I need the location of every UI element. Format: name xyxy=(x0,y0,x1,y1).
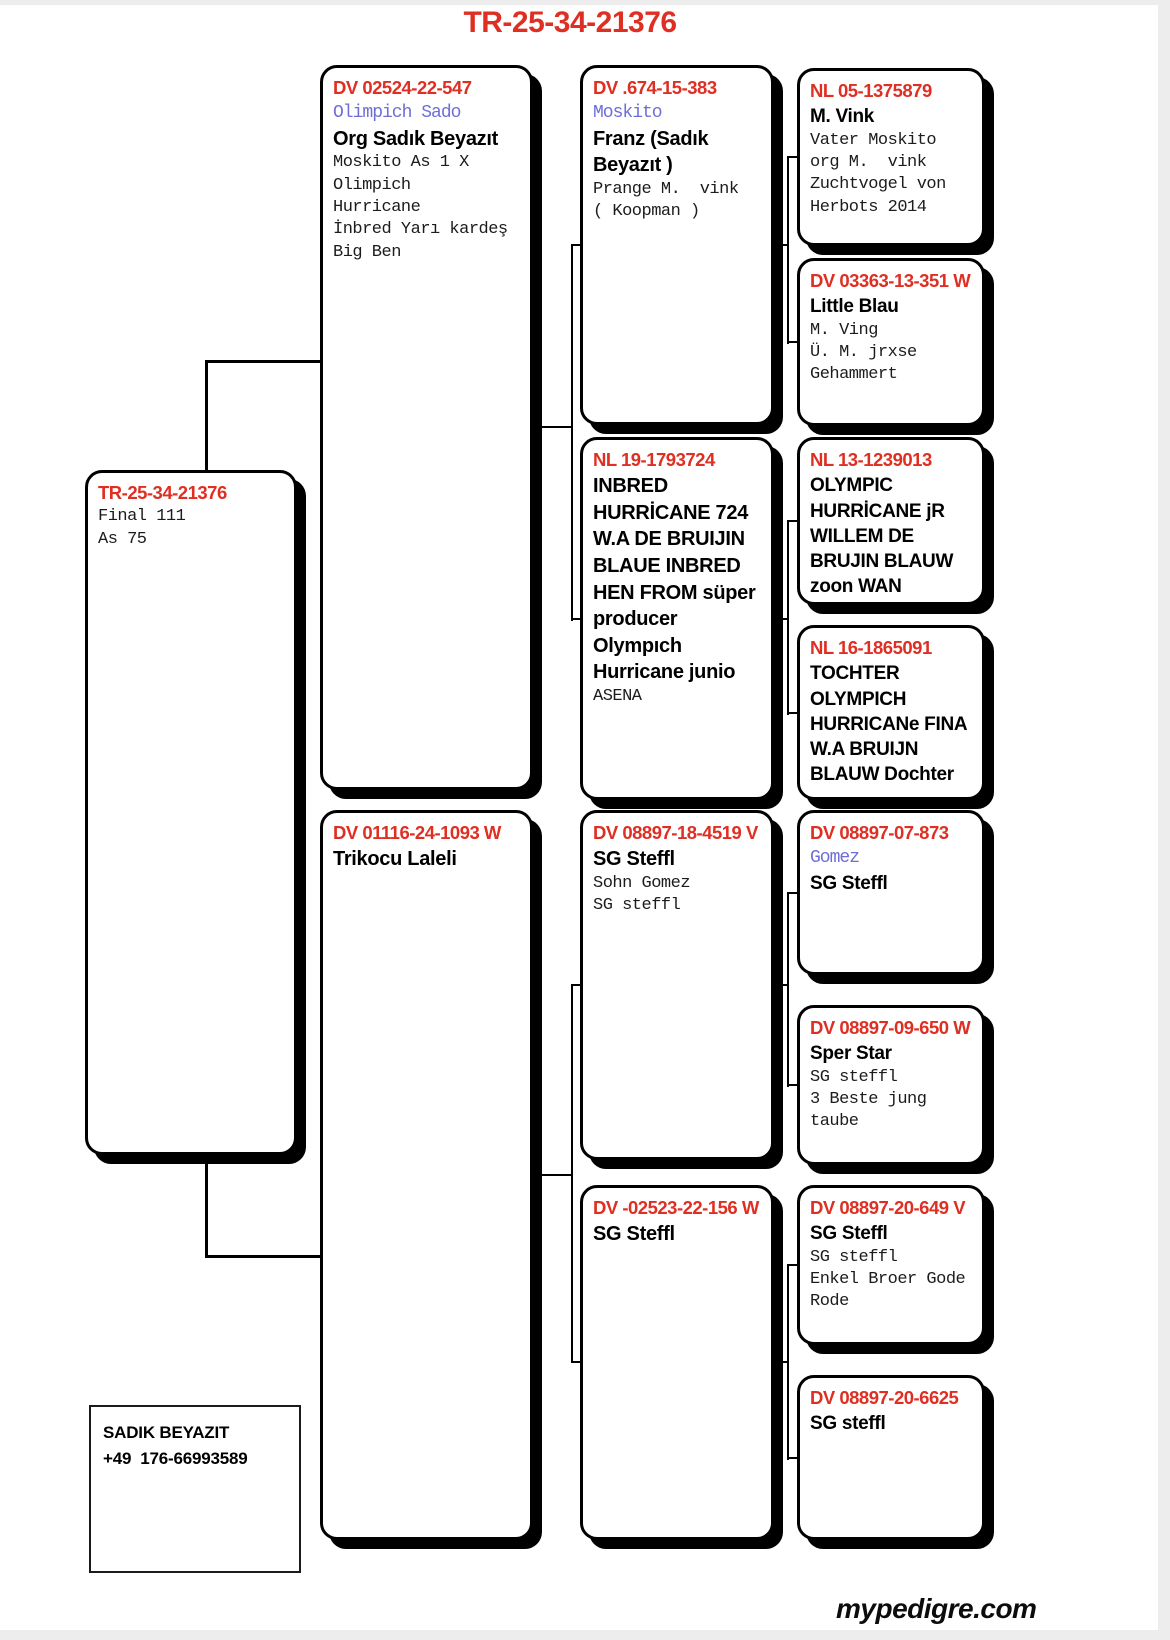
pigeon-nickname: Gomez xyxy=(810,848,860,869)
pigeon-name: SG Steffl xyxy=(593,1223,675,1246)
connector-line xyxy=(774,1361,788,1363)
pigeon-name: SG Steffl xyxy=(810,872,888,894)
ring-number: NL 16-1865091 xyxy=(810,637,932,658)
pedigree-box-gen3-3: DV 08897-18-4519 V SG Steffl Sohn Gomez … xyxy=(580,810,774,1160)
ring-number: DV 02524-22-547 xyxy=(333,77,472,98)
ring-number: DV 08897-20-6625 xyxy=(810,1387,959,1408)
connector-line xyxy=(787,341,798,343)
ring-number: DV .674-15-383 xyxy=(593,77,717,98)
connector-line xyxy=(787,157,789,344)
pigeon-details: Moskito As 1 X Olimpich Hurricane İnbred… xyxy=(333,153,508,262)
page-title: TR-25-34-21376 xyxy=(463,6,677,39)
connector-line xyxy=(774,618,788,620)
connector-line xyxy=(571,244,581,246)
pedigree-box-gen3-1: DV .674-15-383 Moskito Franz (Sadık Beya… xyxy=(580,65,774,425)
connector-line xyxy=(205,1155,208,1258)
connector-line xyxy=(787,1264,798,1266)
connector-line xyxy=(571,985,573,1363)
pedigree-box-gen4-3: NL 13-1239013 OLYMPIC HURRİCANE jR WILLE… xyxy=(797,437,985,605)
pedigree-box-gen4-7: DV 08897-20-649 V SG Steffl SG steffl En… xyxy=(797,1185,985,1345)
connector-line xyxy=(787,892,798,894)
ring-number: NL 13-1239013 xyxy=(810,449,932,470)
pigeon-name: TOCHTER OLYMPICH HURRICANe FINA W.A BRUI… xyxy=(810,663,972,786)
ring-number: DV 03363-13-351 W xyxy=(810,270,971,291)
connector-line xyxy=(571,245,573,621)
connector-line xyxy=(787,1265,789,1460)
pigeon-details: M. Ving Ü. M. jrxse Gehammert xyxy=(810,320,917,385)
connector-line xyxy=(571,1361,581,1363)
pedigree-box-gen4-4: NL 16-1865091 TOCHTER OLYMPICH HURRICANe… xyxy=(797,625,985,800)
connector-line xyxy=(533,426,573,428)
connector-line xyxy=(571,984,581,986)
connector-line xyxy=(787,712,798,714)
pigeon-details: Sohn Gomez SG steffl xyxy=(593,873,691,916)
page-margin xyxy=(1158,0,1170,1640)
ring-number: DV 08897-09-650 W xyxy=(810,1017,971,1038)
page-margin xyxy=(0,1630,1170,1640)
connector-line xyxy=(571,618,581,620)
ring-number: DV 08897-07-873 xyxy=(810,822,949,843)
ring-number: DV 08897-20-649 V xyxy=(810,1197,966,1218)
ring-number: DV -02523-22-156 W xyxy=(593,1197,759,1218)
pigeon-details: Vater Moskito org M. vink Zuchtvogel von… xyxy=(810,130,946,217)
connector-line xyxy=(787,893,789,1087)
pigeon-details: SG steffl Enkel Broer Gode Rode xyxy=(810,1247,966,1312)
pigeon-name: Org Sadık Beyazıt xyxy=(333,127,498,150)
pigeon-name: Little Blau xyxy=(810,296,899,318)
pigeon-name: Franz (Sadık Beyazıt ) xyxy=(593,127,714,177)
pigeon-details: ASENA xyxy=(593,687,642,707)
pigeon-name: Trikocu Laleli xyxy=(333,848,457,871)
breeder-contact-box: SADIK BEYAZIT +49 176-66993589 xyxy=(89,1405,301,1573)
ring-number: DV 08897-18-4519 V xyxy=(593,822,758,843)
connector-line xyxy=(787,1084,798,1086)
pedigree-box-gen4-6: DV 08897-09-650 W Sper Star SG steffl 3 … xyxy=(797,1005,985,1165)
pigeon-nickname: Moskito xyxy=(593,103,663,124)
pigeon-name: OLYMPIC HURRİCANE jR WILLEM DE BRUJIN BL… xyxy=(810,475,959,598)
ring-number: TR-25-34-21376 xyxy=(98,482,227,503)
pigeon-name: Sper Star xyxy=(810,1043,892,1065)
pedigree-box-sire: DV 02524-22-547 Olimpich Sado Org Sadık … xyxy=(320,65,533,790)
pigeon-name: M. Vink xyxy=(810,106,875,128)
pigeon-name: INBRED HURRİCANE 724 W.A DE BRUIJIN BLAU… xyxy=(593,475,761,684)
ring-number: NL 19-1793724 xyxy=(593,449,715,470)
pedigree-box-subject: TR-25-34-21376 Final 111 As 75 xyxy=(85,470,297,1155)
brand-logo: mypedigre.com xyxy=(836,1593,1037,1624)
pigeon-details: Final 111 As 75 xyxy=(98,507,186,549)
ring-number: NL 05-1375879 xyxy=(810,80,932,101)
connector-line xyxy=(774,984,788,986)
connector-line xyxy=(787,520,798,522)
pedigree-box-gen4-1: NL 05-1375879 M. Vink Vater Moskito org … xyxy=(797,68,985,246)
pedigree-box-dam: DV 01116-24-1093 W Trikocu Laleli xyxy=(320,810,533,1540)
connector-line xyxy=(787,1457,798,1459)
connector-line xyxy=(787,156,798,158)
pigeon-name: SG steffl xyxy=(810,1413,886,1435)
pigeon-details: Prange M. vink ( Koopman ) xyxy=(593,179,739,222)
pigeon-name: SG Steffl xyxy=(593,848,675,871)
pedigree-box-gen4-2: DV 03363-13-351 W Little Blau M. Ving Ü.… xyxy=(797,258,985,426)
pedigree-box-gen3-2: NL 19-1793724 INBRED HURRİCANE 724 W.A D… xyxy=(580,437,774,800)
page-margin xyxy=(0,0,1170,5)
pedigree-box-gen4-8: DV 08897-20-6625 SG steffl xyxy=(797,1375,985,1540)
connector-line xyxy=(774,244,788,246)
connector-line xyxy=(205,360,208,472)
connector-line xyxy=(533,1174,573,1176)
connector-line xyxy=(205,360,320,363)
pigeon-details: SG steffl 3 Beste jung taube xyxy=(810,1067,927,1132)
ring-number: DV 01116-24-1093 W xyxy=(333,822,501,843)
connector-line xyxy=(787,521,789,715)
pedigree-box-gen4-5: DV 08897-07-873 Gomez SG Steffl xyxy=(797,810,985,975)
pigeon-name: SG Steffl xyxy=(810,1223,888,1245)
pigeon-nickname: Olimpich Sado xyxy=(333,103,461,124)
connector-line xyxy=(205,1255,320,1258)
pedigree-box-gen3-4: DV -02523-22-156 W SG Steffl xyxy=(580,1185,774,1540)
